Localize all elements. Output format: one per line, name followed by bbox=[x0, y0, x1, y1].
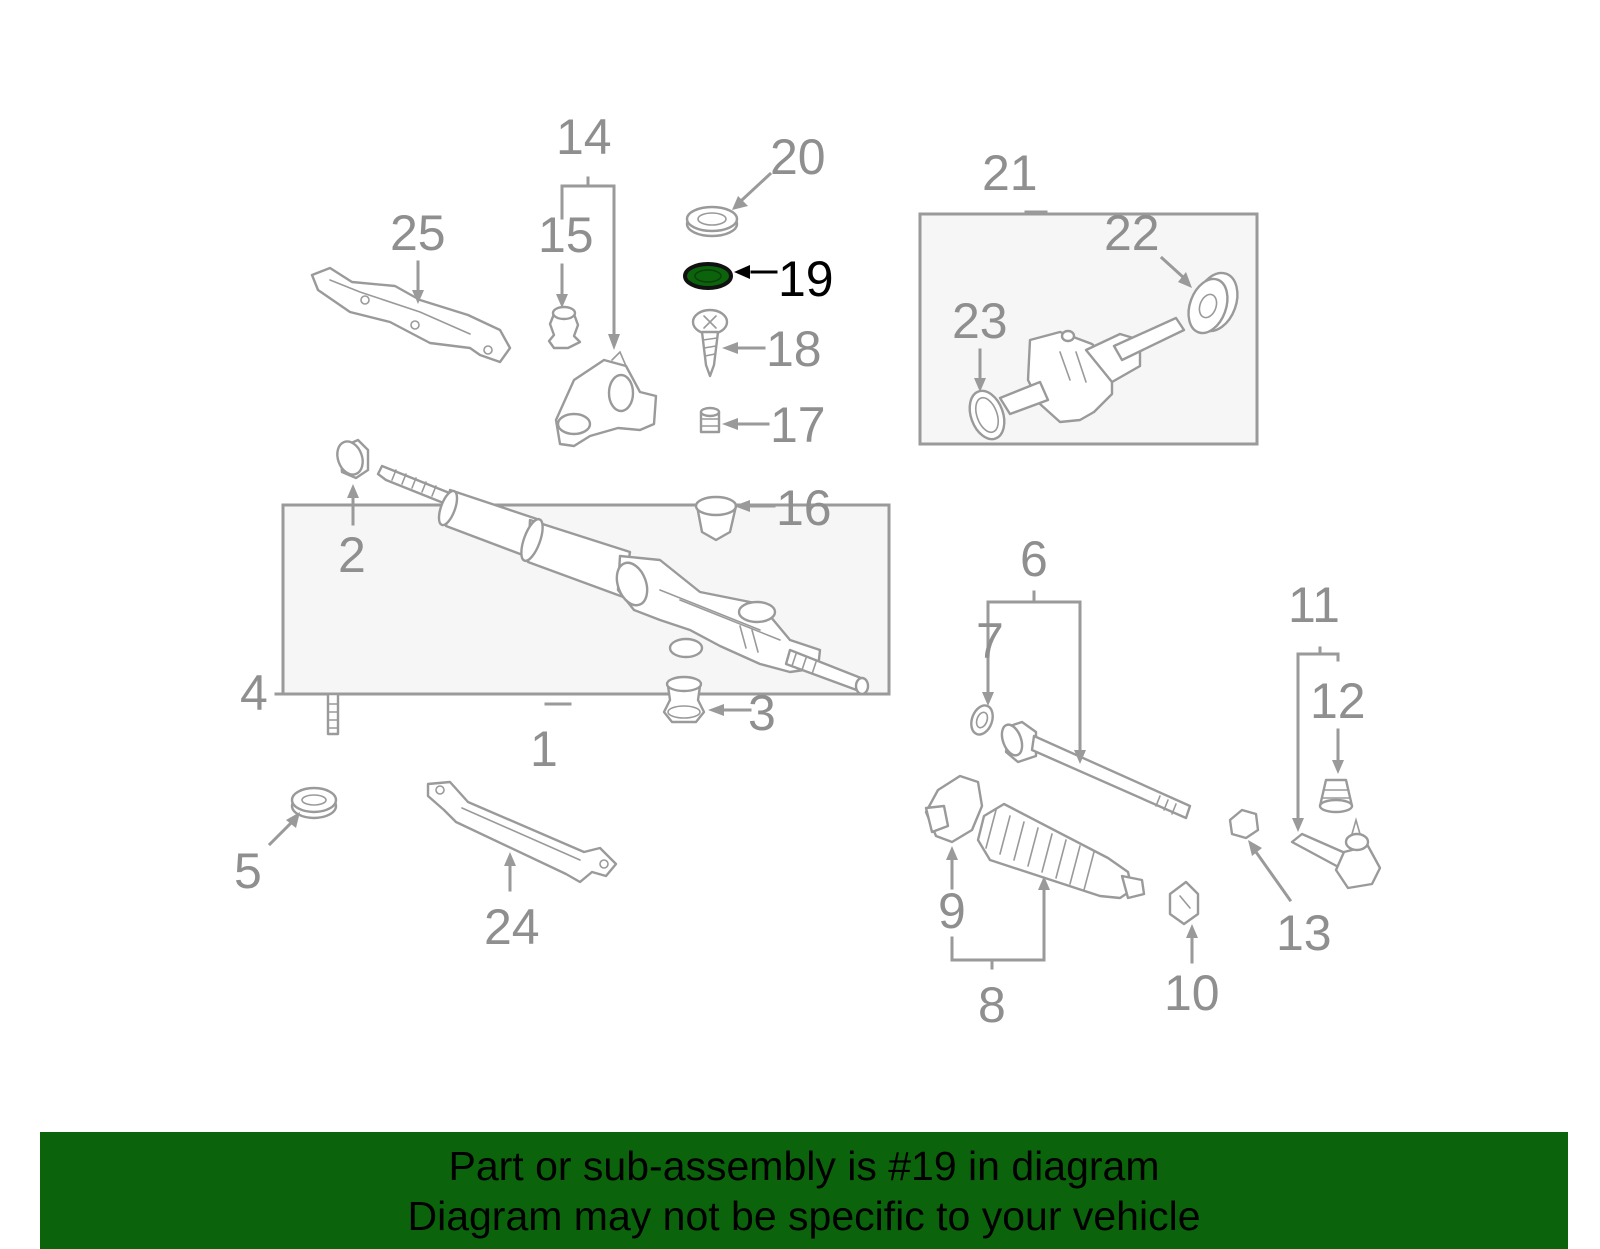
callout-4: 4 bbox=[240, 665, 268, 721]
part-16-cap[interactable] bbox=[694, 495, 738, 542]
part-4-stud[interactable] bbox=[326, 692, 340, 736]
callout-18: 18 bbox=[766, 321, 822, 377]
info-banner: Part or sub-assembly is #19 in diagram D… bbox=[40, 1132, 1568, 1249]
callout-numbers: 25 15 14 20 19 18 17 16 2 4 1 3 5 24 21 … bbox=[234, 109, 1366, 1033]
callout-3: 3 bbox=[748, 685, 776, 741]
callout-12: 12 bbox=[1310, 673, 1366, 729]
callout-22: 22 bbox=[1104, 205, 1160, 261]
part-19-oring-highlighted[interactable] bbox=[683, 262, 733, 290]
callout-13: 13 bbox=[1276, 905, 1332, 961]
callout-8: 8 bbox=[978, 977, 1006, 1033]
part-20-seal[interactable] bbox=[685, 205, 739, 238]
part-8-boot[interactable] bbox=[976, 802, 1146, 900]
callout-11: 11 bbox=[1288, 577, 1340, 633]
part-14-clamp[interactable] bbox=[554, 350, 658, 448]
callout-9: 9 bbox=[938, 883, 966, 939]
part-13-nut[interactable] bbox=[1228, 808, 1260, 840]
callout-24: 24 bbox=[484, 899, 540, 955]
part-6-inner-tie-rod[interactable] bbox=[998, 720, 1192, 820]
callout-25: 25 bbox=[390, 205, 446, 261]
callout-10: 10 bbox=[1164, 965, 1220, 1021]
callout-21: 21 bbox=[982, 145, 1038, 201]
callout-19: 19 bbox=[778, 251, 834, 307]
callout-1: 1 bbox=[530, 721, 558, 777]
part-1-rack-assembly[interactable] bbox=[376, 464, 870, 696]
callout-14: 14 bbox=[556, 109, 612, 165]
part-22-seal[interactable] bbox=[1182, 267, 1246, 338]
banner-line-2: Diagram may not be specific to your vehi… bbox=[407, 1192, 1201, 1239]
part-7-washer[interactable] bbox=[967, 702, 996, 737]
callout-16: 16 bbox=[776, 480, 832, 536]
part-2-bushing[interactable] bbox=[333, 438, 370, 480]
callout-2: 2 bbox=[338, 527, 366, 583]
callout-20: 20 bbox=[770, 129, 826, 185]
leader-lines bbox=[267, 171, 1344, 970]
callout-15: 15 bbox=[538, 207, 594, 263]
callout-17: 17 bbox=[770, 397, 826, 453]
part-24-brace[interactable] bbox=[426, 780, 618, 884]
part-21-valve-assembly[interactable] bbox=[998, 316, 1186, 424]
part-5-washer[interactable] bbox=[290, 786, 338, 820]
parts-diagram: 25 15 14 20 19 18 17 16 2 4 1 3 5 24 21 … bbox=[234, 109, 1382, 1033]
part-10-nut[interactable] bbox=[1168, 880, 1200, 926]
part-12-boot[interactable] bbox=[1318, 778, 1354, 814]
callout-6: 6 bbox=[1020, 531, 1048, 587]
part-18-screw[interactable] bbox=[691, 308, 729, 378]
part-9-clamp[interactable] bbox=[924, 774, 984, 844]
part-25-bracket[interactable] bbox=[310, 266, 512, 364]
part-3-bushing[interactable] bbox=[662, 675, 706, 724]
part-23-oring[interactable] bbox=[963, 386, 1010, 444]
banner-line-1: Part or sub-assembly is #19 in diagram bbox=[448, 1142, 1160, 1189]
part-15-bushing[interactable] bbox=[547, 305, 582, 350]
part-11-tie-rod-end[interactable] bbox=[1290, 817, 1382, 890]
callout-7: 7 bbox=[976, 613, 1004, 669]
callout-23: 23 bbox=[952, 293, 1008, 349]
callout-5: 5 bbox=[234, 843, 262, 899]
part-17-plug[interactable] bbox=[699, 406, 721, 434]
